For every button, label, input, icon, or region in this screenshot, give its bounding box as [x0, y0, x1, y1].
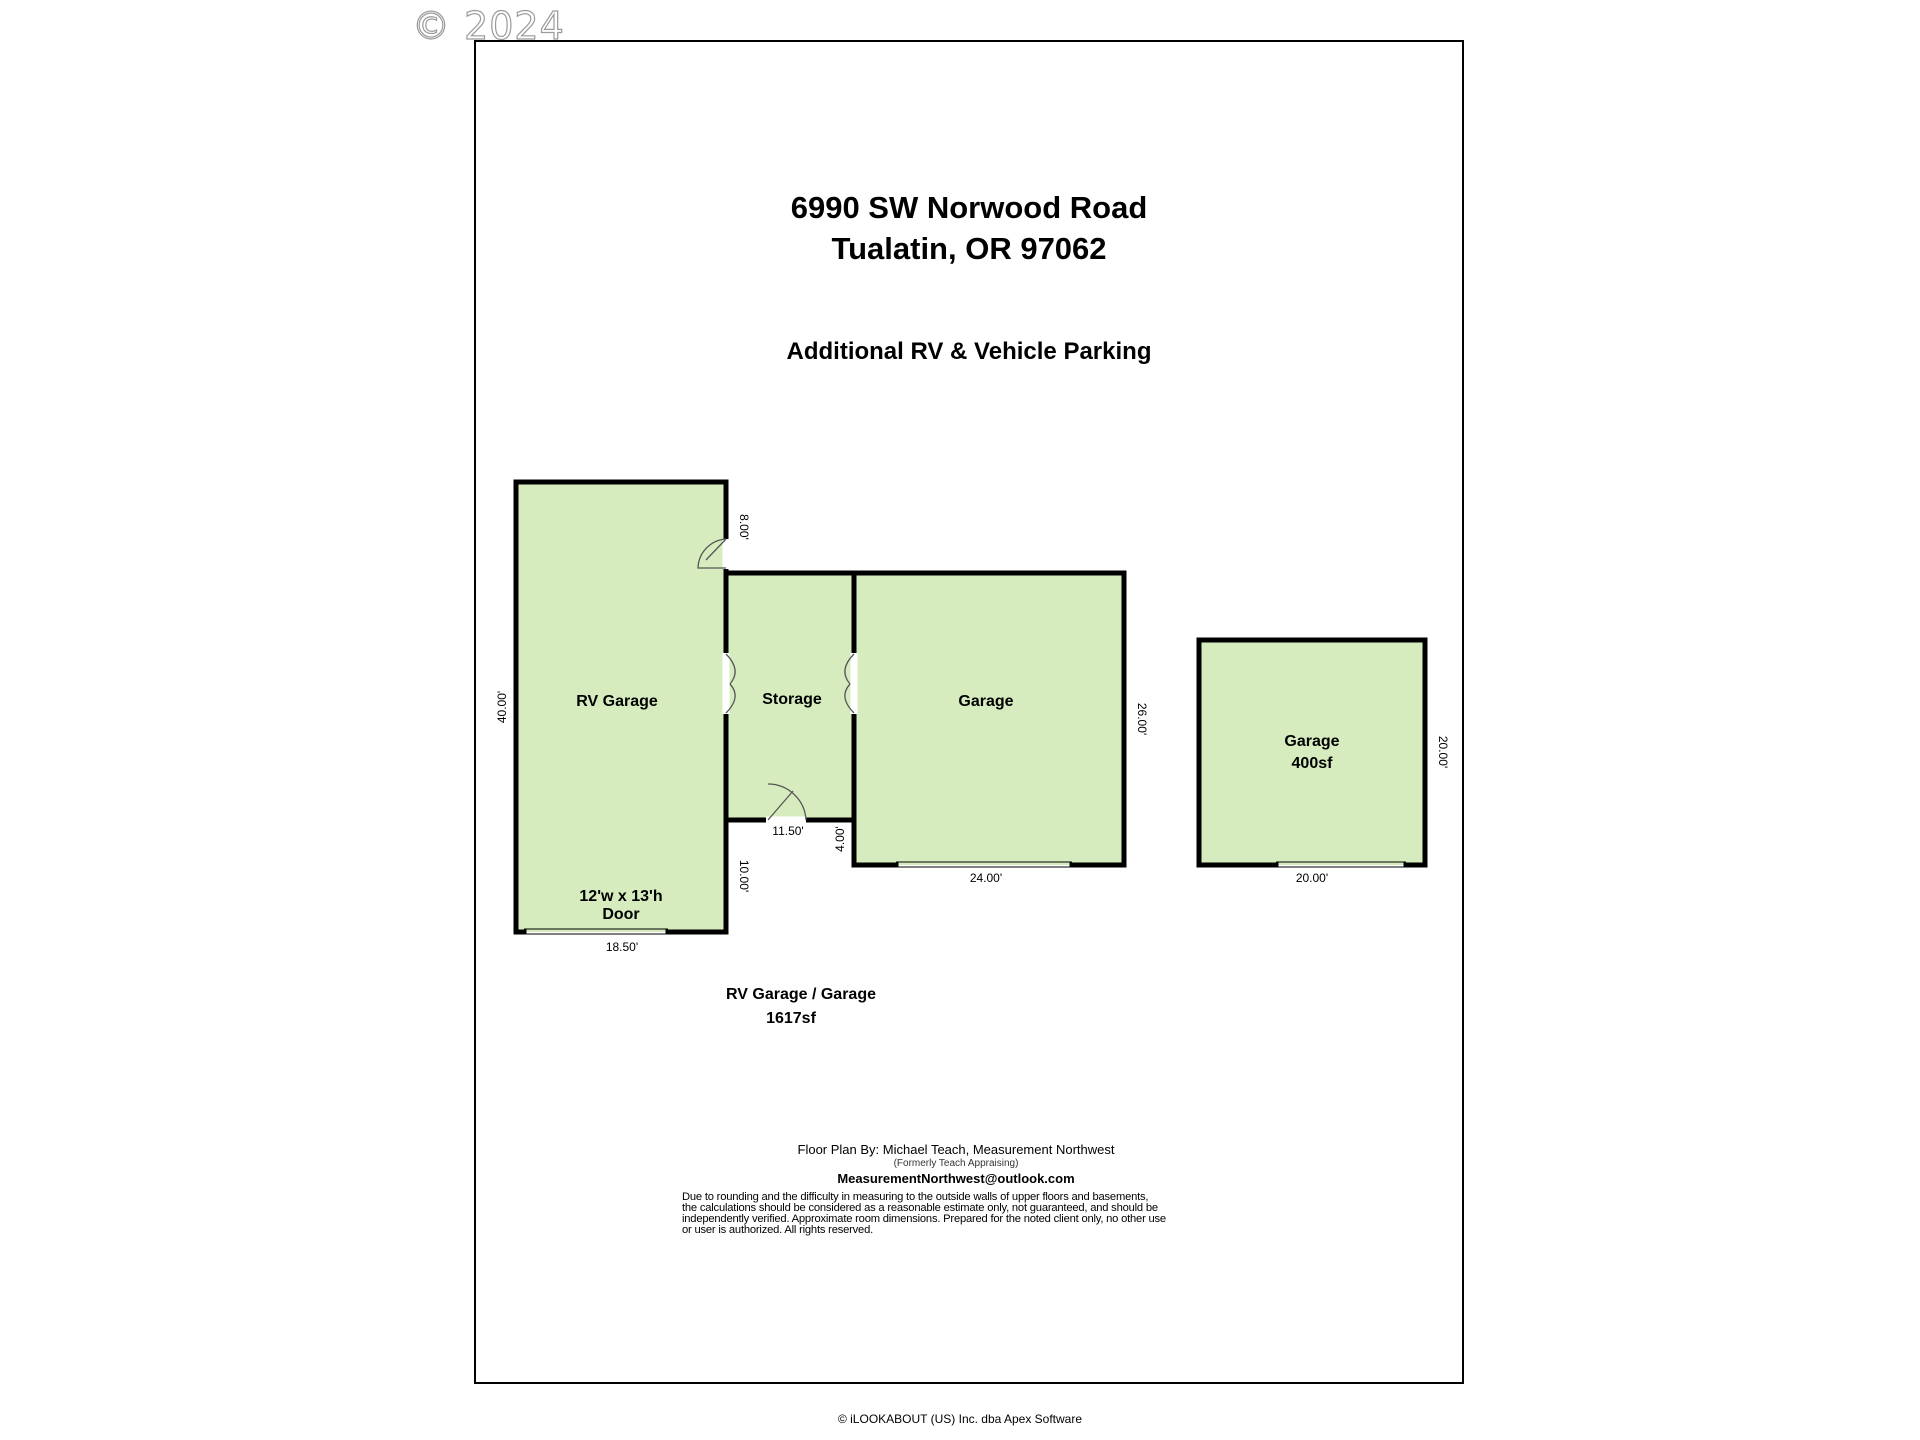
disclaimer-line: the calculations should be considered as… [682, 1202, 1158, 1214]
storage-garage-outer-wall [723, 570, 1127, 868]
garage-fill [854, 573, 1124, 865]
rv-storage-swing-bottom [725, 683, 736, 714]
detached-garage-label: Garage [1284, 733, 1339, 750]
software-footer: © iLOOKABOUT (US) Inc. dba Apex Software [837, 1412, 1083, 1426]
rv-garage-wall-bottom-right [665, 817, 729, 935]
credits-formerly: (Formerly Teach Appraising) [893, 1158, 1019, 1169]
disclaimer-line: Due to rounding and the difficulty in me… [682, 1191, 1149, 1203]
summary-label: RV Garage / Garage [726, 986, 876, 1003]
dim-detached-bottom: 20.00' [1296, 871, 1328, 885]
address-line-1: 6990 SW Norwood Road [790, 190, 1148, 225]
disclaimer-line: independently verified. Approximate room… [682, 1213, 1166, 1225]
storage-door-leaf [767, 790, 794, 821]
dim-detached-right: 20.00' [1436, 736, 1450, 768]
overhead-doors [524, 861, 1406, 935]
credits-author: Floor Plan By: Michael Teach, Measuremen… [797, 1142, 1115, 1157]
dim-rv-left: 40.00' [495, 691, 509, 723]
dim-garage-right: 26.00' [1135, 703, 1149, 735]
rv-side-door-swing [697, 538, 727, 569]
rv-side-door-leaf [705, 538, 727, 561]
storage-label: Storage [762, 691, 822, 708]
rv-door-size-label: 12'w x 13'h [579, 888, 662, 905]
dim-garage-bottom: 24.00' [970, 871, 1002, 885]
storage-garage-swing-bottom [844, 683, 855, 714]
detached-garage-fill [1199, 640, 1425, 865]
openings [722, 539, 858, 824]
dim-storage-bottom: 11.50' [772, 824, 803, 838]
rv-storage-swing-top [725, 653, 736, 685]
storage-fill [726, 573, 854, 820]
address-line-2: Tualatin, OR 97062 [831, 231, 1107, 266]
disclaimer-line: or user is authorized. All rights reserv… [682, 1224, 873, 1236]
walls [513, 479, 1428, 935]
summary-area: 1617sf [766, 1010, 816, 1027]
detached-garage-area: 400sf [1292, 755, 1334, 772]
plan-subtitle: Additional RV & Vehicle Parking [786, 338, 1152, 365]
disclaimer: Due to rounding and the difficulty in me… [682, 1191, 1272, 1236]
dim-rv-bottom: 18.50' [606, 940, 638, 954]
rv-garage-wall [513, 479, 729, 935]
rv-garage-fill [516, 482, 726, 932]
door-swings [697, 538, 855, 821]
floor-plan-drawing: RV Garage Storage Garage Garage 400sf 12… [495, 479, 1450, 1027]
credits-email: MeasurementNorthwest@outlook.com [837, 1171, 1075, 1186]
dim-rv-right-bottom: 10.00' [737, 860, 751, 892]
room-fills [516, 482, 1425, 932]
storage-garage-swing-top [844, 653, 855, 685]
garage-label: Garage [958, 693, 1013, 710]
credits-block: Floor Plan By: Michael Teach, Measuremen… [676, 1142, 1236, 1186]
detached-garage-wall [1196, 637, 1428, 868]
floor-plan-sheet: 6990 SW Norwood Road Tualatin, OR 97062 … [474, 40, 1464, 1384]
rv-garage-label: RV Garage [576, 693, 658, 710]
storage-door-swing [767, 783, 807, 821]
dim-rv-right-top: 8.00' [737, 514, 751, 540]
rv-door-label: Door [602, 906, 639, 923]
dim-step: 4.00' [833, 826, 847, 852]
